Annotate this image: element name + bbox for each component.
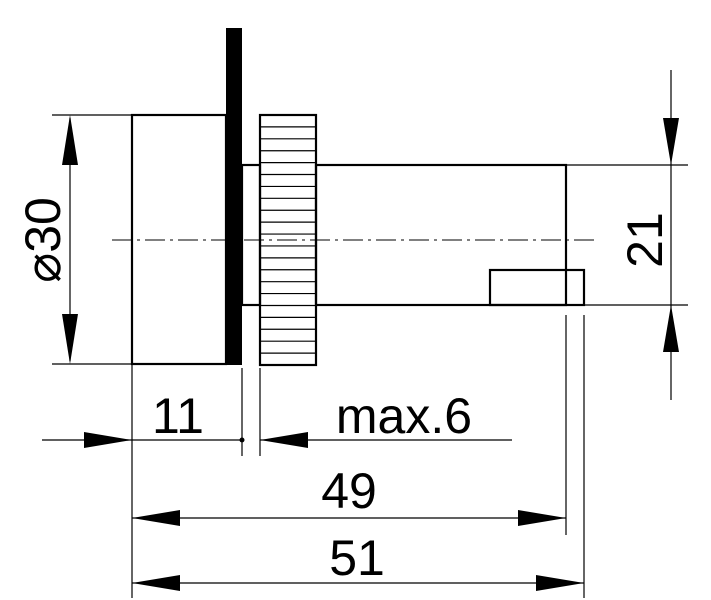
body-length-label: 11 [152,388,204,444]
mounting-panel [226,28,242,365]
length-49-dimension: 49 [132,463,566,526]
height-dimension: 21 [566,70,688,400]
spacer [240,163,262,307]
length-49-label: 49 [321,463,377,519]
panel-thickness-dimension: max.6 [260,388,512,448]
panel-thickness-label: max.6 [336,388,472,444]
length-51-label: 51 [329,530,385,586]
rear-housing [314,163,568,307]
diameter-dimension: ⌀30 [15,114,132,365]
diameter-label: ⌀30 [15,197,71,283]
length-51-dimension: 51 [132,530,584,591]
height-label: 21 [617,212,673,268]
body-length-dimension: 11 [42,388,245,448]
knurled-nut [258,113,318,367]
terminal-block [488,268,586,307]
